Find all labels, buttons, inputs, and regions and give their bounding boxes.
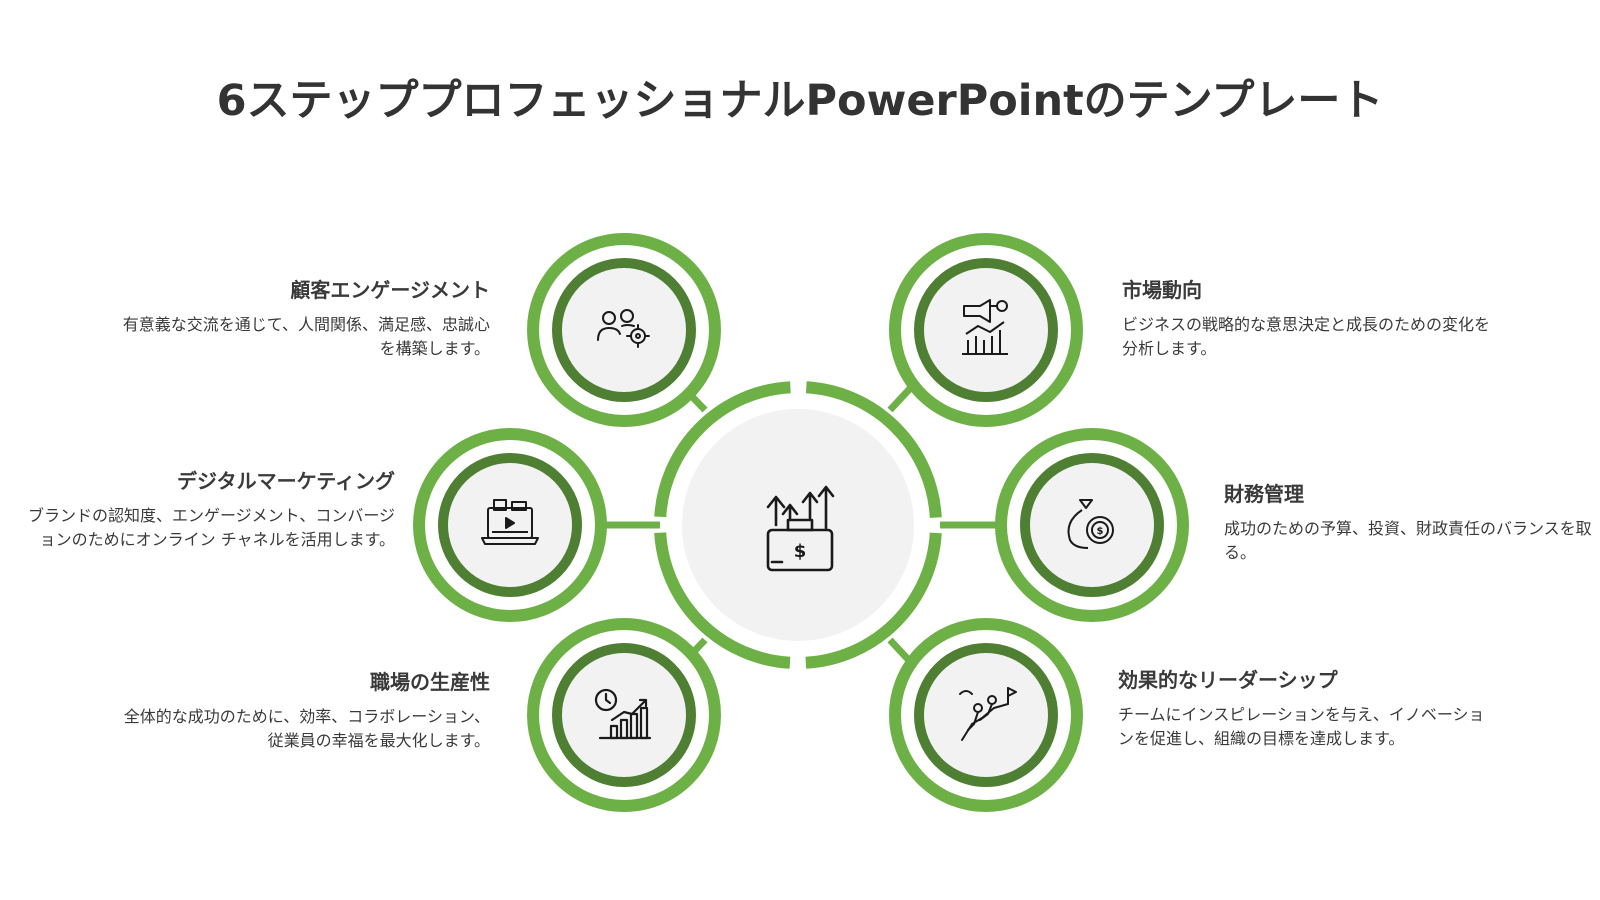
- step-desc-market: ビジネスの戦略的な意思決定と成長のための変化を分析します。: [1122, 315, 1491, 358]
- step-desc-productivity: 全体的な成功のために、効率、コラボレーション、従業員の幸福を最大化します。: [123, 707, 490, 750]
- step-title-market: 市場動向: [1122, 278, 1202, 302]
- step-desc-leadership: チームにインスピレーションを与え、イノベーションを促進し、組織の目標を達成します…: [1118, 705, 1485, 748]
- step-desc-customer: 有意義な交流を通じて、人間関係、満足感、忠誠心を構築します。: [122, 315, 490, 358]
- briefcase-growth-icon: $: [766, 485, 835, 572]
- svg-text:$: $: [794, 541, 807, 562]
- step-text-finance: 財務管理 成功のための予算、投資、財政責任のバランスを取る。: [1224, 478, 1594, 565]
- central-hub-fill: [682, 409, 914, 641]
- step-text-customer: 顧客エンゲージメント 有意義な交流を通じて、人間関係、満足感、忠誠心を構築します…: [110, 274, 490, 361]
- step-text-productivity: 職場の生産性 全体的な成功のために、効率、コラボレーション、従業員の幸福を最大化…: [110, 666, 490, 753]
- step-circle-finance: $: [995, 428, 1189, 622]
- step-circle-leadership: [889, 618, 1083, 812]
- step-title-leadership: 効果的なリーダーシップ: [1118, 668, 1338, 692]
- step-text-market: 市場動向 ビジネスの戦略的な意思決定と成長のための変化を分析します。: [1122, 274, 1492, 361]
- step-circle-digital: [413, 428, 607, 622]
- money-bag-gear-icon: $: [1067, 499, 1114, 549]
- step-text-digital: デジタルマーケティング ブランドの認知度、エンゲージメント、コンバージョンのため…: [20, 465, 395, 552]
- step-circle-productivity: [527, 618, 721, 812]
- step-circle-customer: [527, 233, 721, 427]
- central-hub: $: [654, 381, 942, 669]
- digital-marketing-icon: [481, 499, 539, 545]
- climbing-leader-icon: [959, 687, 1017, 741]
- step-title-finance: 財務管理: [1224, 482, 1304, 506]
- step-desc-finance: 成功のための予算、投資、財政責任のバランスを取る。: [1224, 519, 1592, 562]
- step-desc-digital: ブランドの認知度、エンゲージメント、コンバージョンのためにオンライン チャネルを…: [27, 506, 395, 549]
- productivity-chart-icon: [594, 688, 652, 740]
- svg-text:$: $: [1097, 526, 1104, 537]
- page-title: 6ステッププロフェッショナルPowerPointのテンプレート: [216, 76, 1384, 126]
- step-title-customer: 顧客エンゲージメント: [290, 278, 490, 302]
- customer-target-icon: [597, 309, 650, 348]
- step-text-leadership: 効果的なリーダーシップ チームにインスピレーションを与え、イノベーションを促進し…: [1118, 664, 1488, 751]
- step-title-digital: デジタルマーケティング: [177, 469, 395, 493]
- market-trends-icon: [962, 299, 1008, 355]
- step-circle-market: [889, 233, 1083, 427]
- step-title-productivity: 職場の生産性: [370, 670, 490, 694]
